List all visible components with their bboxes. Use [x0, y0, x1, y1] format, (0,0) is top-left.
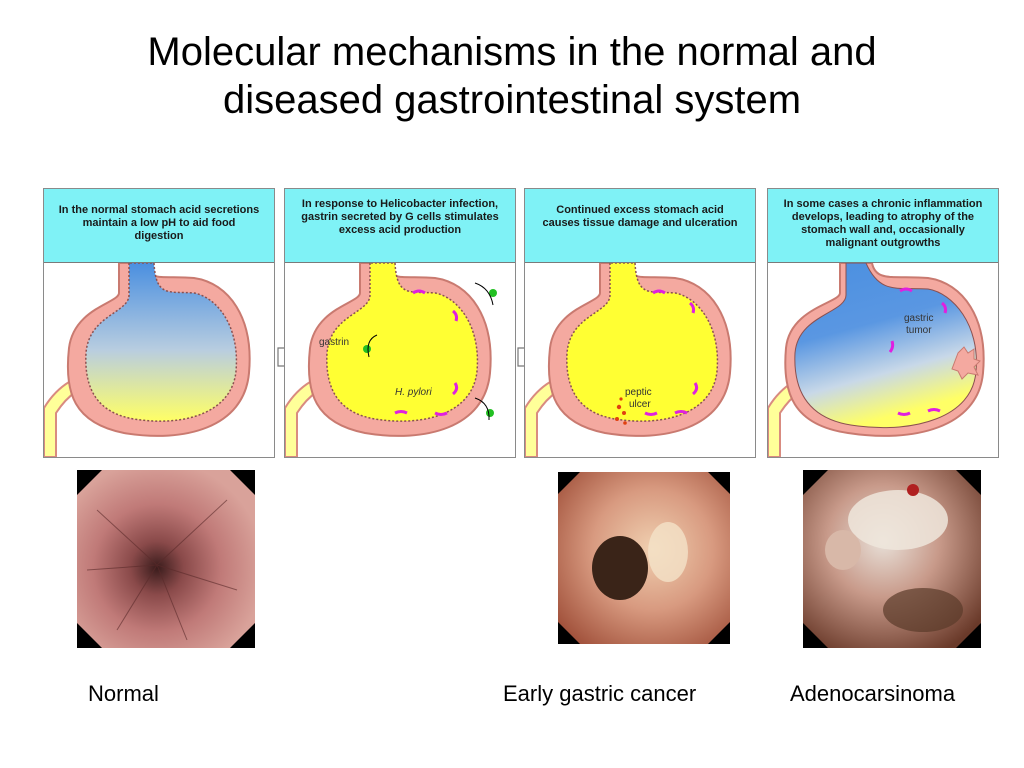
- caption-adenocarcinoma: Adenocarsinoma: [790, 681, 956, 706]
- gastric-label: gastric: [904, 313, 933, 324]
- endoscopy-photo-adenocarcinoma: [803, 470, 981, 648]
- bacteria-icon: [888, 287, 948, 416]
- panel-normal-stomach: In the normal stomach acid secretions ma…: [43, 188, 275, 458]
- stomach-diagram-tumor: gastric tumor: [768, 263, 985, 457]
- panel-helicobacter-infection: In response to Helicobacter infection, g…: [284, 188, 516, 458]
- panel-ulceration: Continued excess stomach acid causes tis…: [524, 188, 756, 458]
- panel-chronic-inflammation: In some cases a chronic inflammation dev…: [767, 188, 999, 458]
- bacteria-icon: [644, 289, 699, 416]
- stomach-diagram-ulcer: peptic ulcer: [525, 263, 732, 457]
- stomach-diagram-infection: gastrin H. pylori: [285, 263, 497, 457]
- caption-early-gastric-cancer: Early gastric cancer: [503, 681, 697, 706]
- title-line-2: diseased gastrointestinal system: [222, 78, 802, 122]
- ulcer-label: ulcer: [629, 399, 651, 410]
- panel-caption: In response to Helicobacter infection, g…: [285, 189, 515, 263]
- slide-title: Molecular mechanisms in the normal and d…: [0, 28, 1024, 124]
- gastrin-label: gastrin: [319, 337, 349, 348]
- title-line-1: Molecular mechanisms in the normal and: [147, 30, 877, 74]
- stomach-diagram-normal: [44, 263, 251, 457]
- endoscopy-photo-normal: [77, 470, 255, 648]
- caption-normal: Normal: [88, 681, 159, 706]
- panel-caption: In the normal stomach acid secretions ma…: [44, 189, 274, 263]
- tumor-icon: [951, 346, 981, 380]
- h-pylori-label: H. pylori: [395, 387, 432, 398]
- panel-caption: Continued excess stomach acid causes tis…: [525, 189, 755, 263]
- peptic-label: peptic: [625, 387, 652, 398]
- endoscopy-photo-early-cancer: [558, 472, 730, 644]
- panel-caption: In some cases a chronic inflammation dev…: [768, 189, 998, 263]
- ulcer-icon: [615, 397, 627, 425]
- bacteria-icon: [394, 289, 459, 416]
- tumor-label: tumor: [906, 325, 932, 336]
